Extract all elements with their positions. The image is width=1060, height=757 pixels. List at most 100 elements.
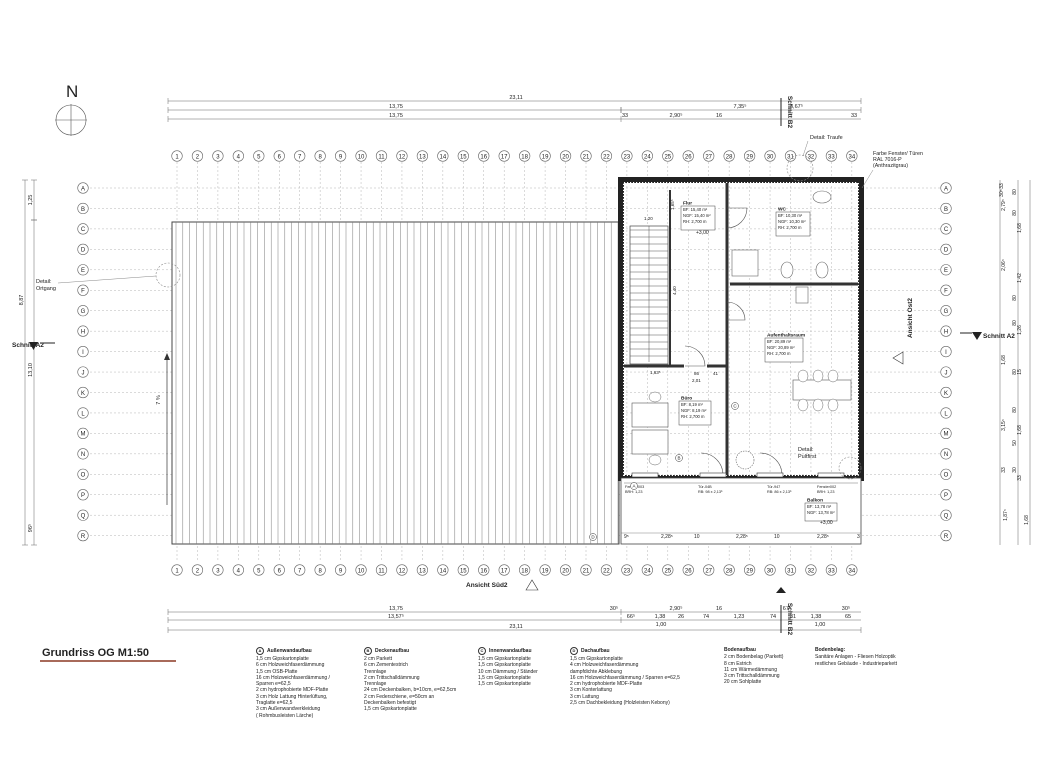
grid-row-label: K <box>81 391 85 397</box>
grid-row-label: O <box>81 473 86 479</box>
legend-line: 3 cm Holz Lattung Hinterlüftung, <box>256 693 328 700</box>
grid-row-bubble <box>77 386 89 399</box>
color-note-label: RAL 7016-P <box>873 157 902 163</box>
grid-row-bubble <box>940 407 952 419</box>
legend-line: 1,5 cm Gipskartonplatte <box>478 656 531 662</box>
dim-right-label: 1,26 <box>1017 325 1023 335</box>
grid-column-label: 6 <box>278 568 282 574</box>
grid-column-bubble <box>641 150 653 162</box>
grid-column-bubble <box>825 150 838 162</box>
room-bf: BF: 8,19 m² <box>681 402 703 407</box>
legend-line: 3 cm Trittschalldämmung <box>724 673 780 680</box>
grid-row-bubble <box>77 284 89 296</box>
dim-top-second-left-label: 13,75 <box>389 104 403 110</box>
grid-row-bubble <box>77 509 89 521</box>
legend-line: 6 cm Zementestrich <box>364 662 408 669</box>
door-swing <box>759 452 783 476</box>
legend-title: Bodenbelag: <box>815 647 846 653</box>
grid-column-bubble <box>641 564 653 576</box>
dim-bottom-first-label: 2,90⁵ <box>670 605 683 612</box>
window <box>817 472 845 478</box>
room-rh: RH: 2,700 m <box>683 219 707 224</box>
interior-dim: 86 <box>694 371 700 376</box>
legend-title: Bodenaufbau <box>724 647 756 653</box>
sink <box>795 286 809 304</box>
grid-column-label: 15 <box>460 568 467 574</box>
grid-row-bubble <box>77 202 89 215</box>
grid-column-label: 13 <box>419 154 426 160</box>
grid-column-bubble <box>191 564 204 576</box>
balcony-dim: 9⁵ <box>624 534 629 540</box>
room-ngf: NGF: 20,89 m² <box>767 345 795 350</box>
slope-arrow-head <box>164 353 170 360</box>
dim-right-label: 2,06⁵ <box>1001 259 1007 271</box>
room-name: Aufenthaltsraum <box>767 333 805 339</box>
opening-value: BRH: 1,23 <box>817 490 835 494</box>
legend-bodenbelag: Bodenbelag: Sanitäre Anlagen - Fliesen H… <box>815 647 897 667</box>
interior-dim: 1,63⁵ <box>650 370 661 375</box>
legend-line: 2 cm Bodenbelag (Parkett) <box>724 654 784 661</box>
grid-row-label: I <box>945 350 947 356</box>
dim-right-label: 1,87⁵ <box>1003 509 1009 521</box>
opening-value: RB: 98 x 2,13⁵ <box>698 490 723 494</box>
grid-column-label: 16 <box>480 568 487 574</box>
grid-column-bubble <box>355 150 367 162</box>
section-bottom-label: Schnitt B2 <box>786 603 793 636</box>
grid-column-label: 18 <box>521 154 528 160</box>
room-rh: RH: 2,700 m <box>767 351 791 356</box>
grid-row-bubble <box>77 530 89 542</box>
grid-column-bubble <box>539 564 551 576</box>
north-label: N <box>66 82 79 101</box>
grid-column-bubble <box>600 150 613 162</box>
window <box>756 472 784 478</box>
wall-type-label: D <box>591 535 595 540</box>
title-underline <box>40 660 176 662</box>
grid-column-label: 22 <box>603 568 610 574</box>
toilet <box>780 261 794 279</box>
grid-row-label: I <box>82 350 84 356</box>
room-rh: RH: 2,700 m <box>778 225 802 230</box>
office-desk <box>631 402 669 428</box>
chair <box>827 398 839 412</box>
grid-row-bubble <box>940 427 952 440</box>
slope-label: 7 % <box>156 395 162 405</box>
grid-column-bubble <box>519 564 531 576</box>
grid-column-label: 9 <box>339 154 343 160</box>
interior-dim: 41 <box>713 371 719 376</box>
grid-column-bubble <box>764 564 776 576</box>
grid-column-bubble <box>457 150 469 162</box>
grid-column-bubble <box>232 150 244 162</box>
room-bf: BF: 20,89 m² <box>767 339 792 344</box>
grid-column-bubble <box>437 564 449 576</box>
grid-column-bubble <box>355 564 367 576</box>
grid-row-bubble <box>77 427 89 440</box>
room-ngf: NGF: 13,78 m² <box>807 510 835 515</box>
dim-bottom-second-label: 74 <box>770 614 776 620</box>
grid-column-label: 14 <box>440 154 447 160</box>
grid-row-label: C <box>944 227 949 233</box>
grid-row-label: H <box>81 329 85 335</box>
dim-bottom-second-label: 31 <box>790 614 796 620</box>
grid-column-bubble <box>171 564 183 576</box>
chair <box>812 398 824 412</box>
legend-line: restliches Gebäude - Industrieparkett <box>815 660 897 667</box>
section-left-label: Schnitt A2 <box>12 342 44 349</box>
grid-column-bubble <box>682 564 694 576</box>
room-name: Flur <box>683 201 692 207</box>
grid-column-label: 12 <box>399 154 406 160</box>
legend-line: 1,5 cm Gipskartonplatte <box>478 681 531 688</box>
balcony-dim: 10 <box>694 534 700 540</box>
grid-column-label: 2 <box>196 568 200 574</box>
legend-line: 2,5 cm Dachbekleidung (Holzleisten Kebon… <box>570 700 670 707</box>
legend-line: 3 cm Lattung <box>570 693 599 700</box>
grid-column-label: 34 <box>849 154 856 160</box>
toilet <box>815 261 829 279</box>
wall-type-label: B <box>677 456 680 461</box>
legend-title: Außenwandaufbau <box>267 647 312 654</box>
grid-column-label: 10 <box>358 154 365 160</box>
grid-column-label: 31 <box>787 568 794 574</box>
grid-column-bubble <box>805 564 817 576</box>
view-south-marker <box>525 579 539 591</box>
